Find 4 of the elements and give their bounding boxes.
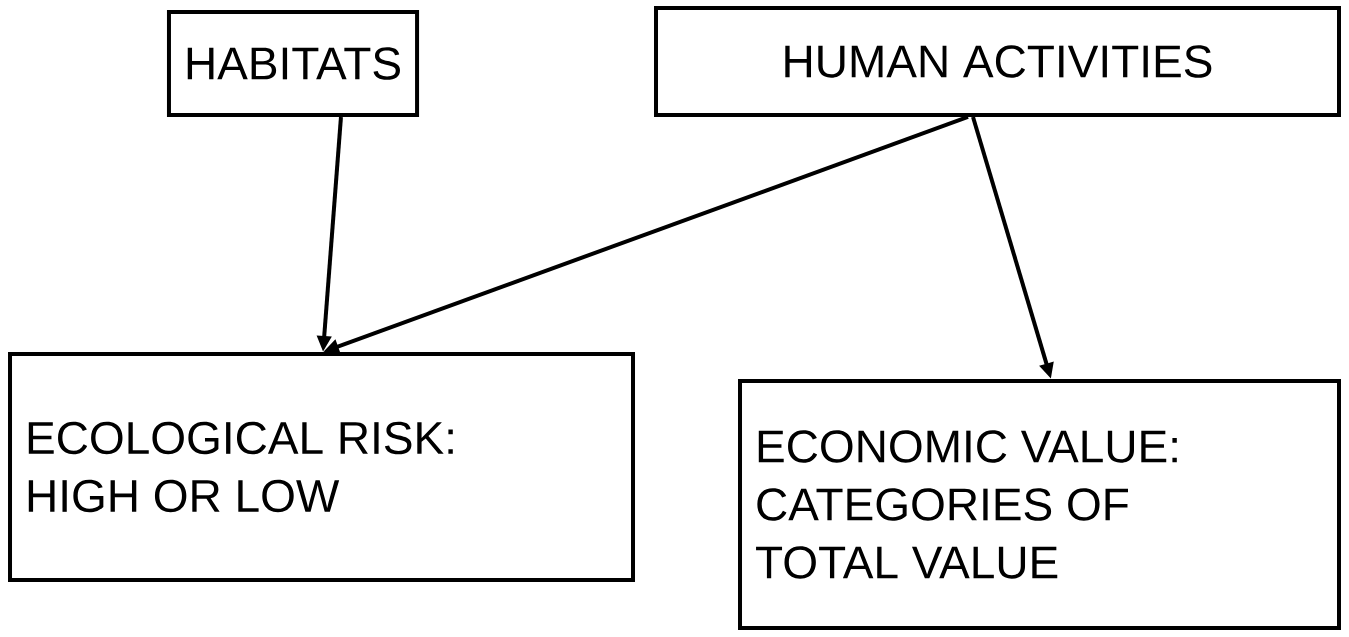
text-box: ECOLOGICAL RISK: HIGH OR LOW [8,352,635,582]
text-box: ECONOMIC VALUE: CATEGORIES OF TOTAL VALUE [738,379,1341,630]
text-box: HABITATS [166,10,420,117]
text-box: HUMAN ACTIVITIES [654,6,1341,117]
